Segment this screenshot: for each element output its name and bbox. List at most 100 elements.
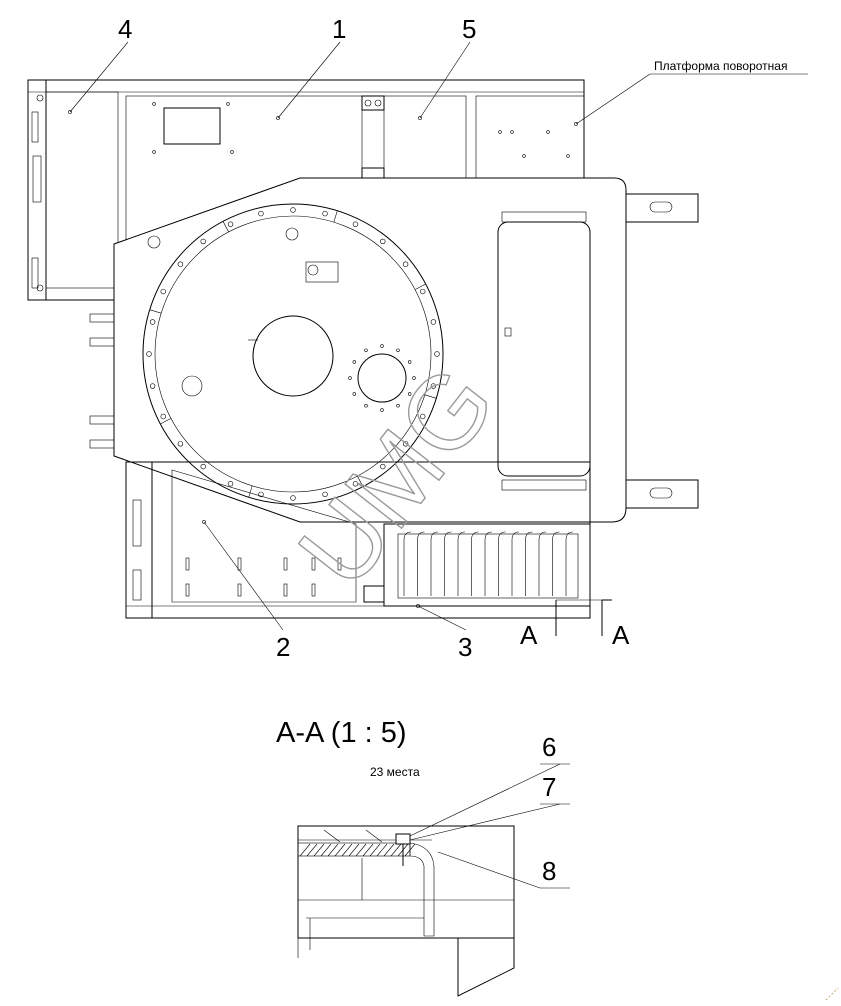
ring-bolt-hole [352,221,359,227]
radiator-fin [511,531,520,596]
panel-3 [383,523,591,607]
right-arm-upper [625,193,699,223]
ring-bolt-hole [177,261,184,267]
ring-bolt-hole [227,481,234,487]
ring-bolt-hole [420,288,426,295]
panel-slot [185,557,190,571]
radiator-fin [430,531,439,596]
panel-slot [283,583,288,597]
hatch-line [341,843,353,857]
ring-segment-joint [414,283,426,290]
callout-1: 1 [332,14,346,44]
callout-2: 2 [276,632,290,662]
callout-7: 7 [542,772,556,802]
hatch-line [369,843,381,857]
ring-bolt-hole [380,463,386,470]
hatch-pattern [299,843,416,857]
panel-4 [45,91,119,289]
callout-4: 4 [118,14,132,44]
ring-bolt-hole [258,210,264,217]
panel-2 [171,469,357,603]
ring-bolt-hole [258,491,264,498]
radiator-fin [484,531,493,596]
hatch-line [376,843,388,857]
ring-bolt-hole [160,288,166,295]
ring-bolt-hole [352,481,359,487]
ring-bolt-hole [430,383,437,389]
ring-bolt-hole [200,238,206,245]
ring-segment-joint [222,221,229,233]
right-arm-lower [625,479,699,509]
ring-bolt-hole [322,210,328,217]
pinion-hole [412,376,416,380]
quantity-note: 23 места [370,765,420,779]
slewing-ring-outer [142,203,444,505]
radiator-fin [444,531,452,596]
hatch-line [299,843,311,857]
hatch-line [390,843,402,857]
ring-bolt-hole [146,351,152,357]
pinion-hole [364,404,368,408]
ring-segment-joint [160,418,172,425]
hatch-line [313,843,325,857]
ring-bolt-hole [200,463,206,470]
panel-slot [337,557,342,571]
pinion-hole [380,408,384,412]
section-title: A-A (1 : 5) [276,717,407,749]
ring-bolt-hole [149,383,156,389]
pinion-hole [396,348,400,352]
radiator-fin [565,531,574,596]
pinion-hole [408,360,412,364]
callout-5: 5 [462,14,476,44]
ring-bolt-hole [149,319,156,325]
callout-3: 3 [458,632,472,662]
panel-slot [311,583,316,597]
ring-segment-joint [149,309,162,314]
section-detail [297,763,570,997]
callout-8: 8 [542,856,556,886]
radiator-fin [471,531,479,596]
hatch-line [320,843,332,857]
left-end-plate-lower [125,461,153,619]
pinion-hole [348,376,352,380]
panel-slot [237,557,242,571]
ring-bolt-hole [434,351,440,357]
ring-bolt-hole [380,238,386,245]
ring-segment-joint [357,475,364,487]
hatch-line [306,843,318,857]
hatch-line [383,843,395,857]
panel-slot [237,583,242,597]
center-opening [252,315,334,397]
radiator-fin [498,531,506,596]
radiator-fin [552,531,560,596]
pinion-hole [396,404,400,408]
ring-bolt-hole [227,221,234,227]
slewing-ring-inner [154,215,432,493]
radiator-fin [417,531,425,596]
ring-bolt-hole [420,413,426,420]
ring-segment-joint [424,394,437,399]
right-upper-panel [475,95,585,181]
ring-segment-joint [248,485,253,498]
hatch-line [362,843,374,857]
hatch-line [404,843,416,857]
radiator-fin [403,531,412,596]
left-end-plate-upper [27,79,47,301]
hatch-line [334,843,346,857]
callout-6: 6 [542,732,556,762]
hatch-line [355,843,367,857]
radiator-fin [457,531,466,596]
platform-plan-view [27,79,699,636]
radiator-fin [538,531,547,596]
panel-5 [383,95,467,181]
ring-bolt-hole [290,495,296,501]
pinion-hole [364,348,368,352]
ring-bolt-hole [160,413,166,420]
pinion-hole [352,360,356,364]
pinion-hole [408,392,412,396]
ring-bolt-hole [290,207,296,213]
ring-bolt-hole [430,319,437,325]
part-title: Платформа поворотная [654,59,787,73]
pinion-hole [352,392,356,396]
